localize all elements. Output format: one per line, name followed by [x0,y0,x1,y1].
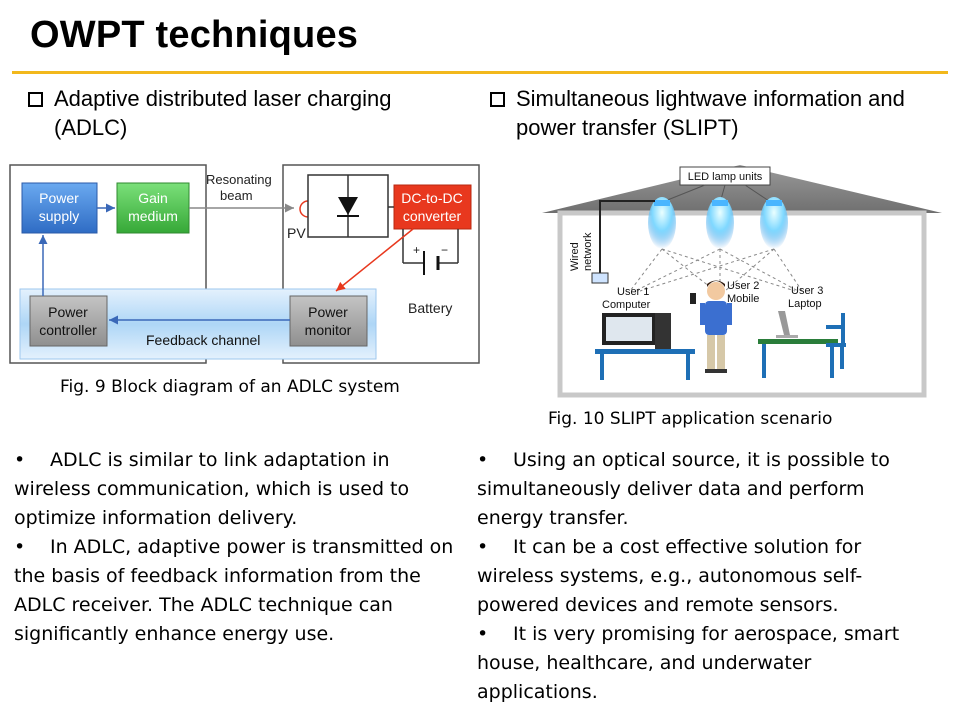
gain-medium-block [116,182,190,234]
slipt-heading-line2: power transfer (SLIPT) [516,115,739,140]
laptop-desk-icon [758,311,846,378]
user3-label-1: User 3 [791,285,823,297]
dc-converter-label-2: converter [403,208,462,224]
gain-medium-label-2: medium [128,208,178,224]
checkbox-bullet-icon [28,92,43,107]
power-supply-label-2: supply [39,208,79,224]
dc-converter-label-1: DC-to-DC [401,190,462,206]
led-lamp-icon [760,197,788,249]
list-item: •In ADLC, adaptive power is transmitted … [14,536,454,645]
user2-label-2: Mobile [727,293,759,305]
checkbox-bullet-icon [490,92,505,107]
led-lamp-icon [706,197,734,249]
feedback-channel-label: Feedback channel [146,332,260,348]
pv-label: PV [287,225,306,241]
battery-label: Battery [408,300,452,316]
power-controller-block [29,295,108,347]
led-units-label: LED lamp units [688,171,763,183]
power-monitor-label-1: Power [308,304,348,320]
converter-to-monitor-arrow [335,228,414,292]
slipt-bullet-list: •Using an optical source, it is possible… [477,446,932,707]
list-item: •ADLC is similar to link adaptation in w… [14,449,410,529]
user2-label-1: User 2 [727,280,759,292]
slipt-heading: Simultaneous lightwave information and p… [490,84,950,144]
led-lamp-icon [648,197,676,249]
wired-network-label-2: network [582,232,594,271]
list-item: •Using an optical source, it is possible… [477,449,890,529]
slipt-bullet-3: It is very promising for aerospace, smar… [477,623,900,703]
adlc-bullet-list: •ADLC is similar to link adaptation in w… [14,446,454,649]
resonating-beam-label-1: Resonating [206,172,272,187]
dc-converter-block [393,184,472,230]
power-monitor-label-2: monitor [305,322,352,338]
wired-network-label-1: Wired [569,242,581,271]
power-controller-label-2: controller [39,322,97,338]
user1-label-2: Computer [602,299,651,311]
computer-desk-icon [595,313,695,380]
slide-title: OWPT techniques [30,14,359,56]
fig10-caption: Fig. 10 SLIPT application scenario [548,409,833,429]
resonating-beam-label-2: beam [220,188,253,203]
user1-label-1: User 1 [617,286,649,298]
power-supply-label-1: Power [39,190,79,206]
slipt-bullet-1: Using an optical source, it is possible … [477,449,890,529]
power-controller-label-1: Power [48,304,88,320]
list-item: •It is very promising for aerospace, sma… [477,623,900,703]
transmitter-frame [9,164,207,364]
adlc-block-diagram: Power supply Gain medium Resonating beam… [9,164,480,364]
gain-medium-label-1: Gain [138,190,168,206]
adlc-bullet-1: ADLC is similar to link adaptation in wi… [14,449,410,529]
slipt-bullet-2: It can be a cost effective solution for … [477,536,863,616]
diode-icon [338,197,358,215]
light-rays [629,248,803,292]
adlc-heading-line1: Adaptive distributed laser charging [54,86,392,111]
adlc-bullet-2: In ADLC, adaptive power is transmitted o… [14,536,454,645]
title-underline [12,71,948,74]
battery-plus: + [413,243,420,257]
slipt-scene-illustration: LED lamp units Wired network User 1 Comp… [542,165,942,398]
mobile-user-person-icon [690,280,732,373]
user3-label-2: Laptop [788,298,822,310]
battery-minus: − [441,243,448,257]
fig9-caption: Fig. 9 Block diagram of an ADLC system [60,377,400,397]
slipt-heading-line1: Simultaneous lightwave information and [516,86,905,111]
power-monitor-block [289,295,368,347]
network-cable [599,200,655,273]
adlc-heading: Adaptive distributed laser charging (ADL… [28,84,468,144]
adlc-heading-line2: (ADLC) [54,115,128,140]
power-supply-block [21,182,98,234]
receiver-frame [282,164,480,364]
house-walls [557,210,927,398]
list-item: •It can be a cost effective solution for… [477,536,863,616]
